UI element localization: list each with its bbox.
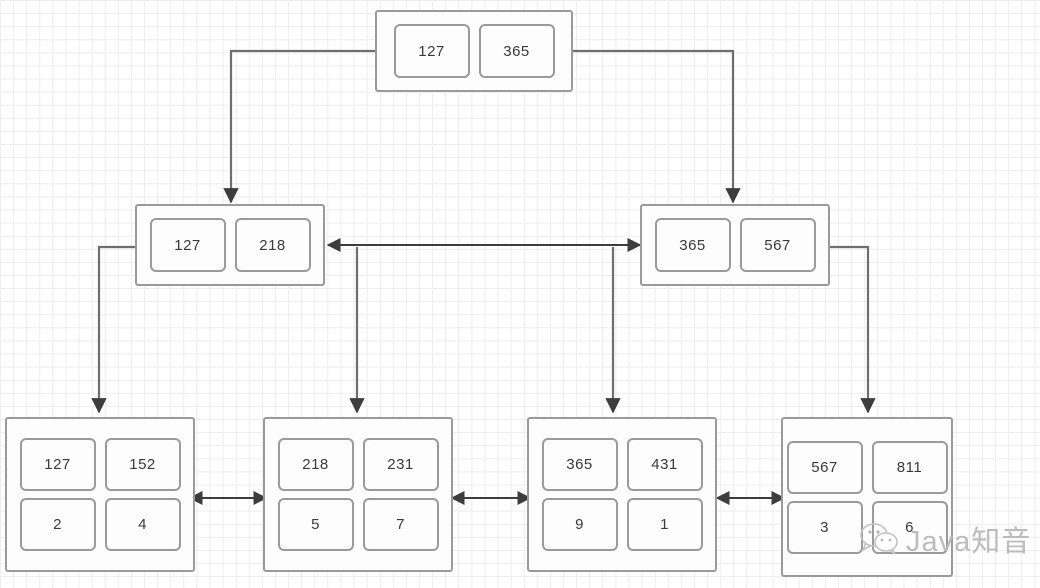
internal-left-key-cell-1[interactable]: 218 [234, 218, 311, 272]
leaf-3-value-row: 9 1 [541, 498, 703, 551]
leaf-2-value-cell-1[interactable]: 7 [362, 498, 439, 551]
internal-right-key-cell-1[interactable]: 567 [739, 218, 816, 272]
leaf-1-key-cell-0[interactable]: 127 [19, 438, 96, 491]
leaf-1-value-row: 2 4 [19, 498, 181, 551]
leaf-node-2[interactable]: 218 231 5 7 [263, 417, 453, 572]
leaf-1-key-row: 127 152 [19, 438, 181, 491]
leaf-2-key-cell-0[interactable]: 218 [277, 438, 354, 491]
internal-node-right[interactable]: 365 567 [640, 204, 830, 286]
leaf-4-key-row: 567 811 [786, 440, 948, 494]
leaf-2-value-cell-0[interactable]: 5 [277, 498, 354, 551]
leaf-2-value-row: 5 7 [277, 498, 439, 551]
leaf-4-value-cell-0[interactable]: 3 [786, 500, 863, 554]
leaf-node-1[interactable]: 127 152 2 4 [5, 417, 195, 572]
leaf-2-key-cell-1[interactable]: 231 [362, 438, 439, 491]
edge-internal-left-to-leaf-1 [91, 245, 135, 414]
internal-right-key-row: 365 567 [654, 218, 816, 272]
leaf-node-4[interactable]: 567 811 3 6 [781, 417, 953, 577]
leaf-3-key-cell-0[interactable]: 365 [541, 438, 618, 491]
internal-left-key-row: 127 218 [149, 218, 311, 272]
leaf-1-value-cell-0[interactable]: 2 [19, 498, 96, 551]
leaf-4-value-cell-1[interactable]: 6 [871, 500, 948, 554]
leaf-4-key-cell-1[interactable]: 811 [871, 440, 948, 494]
leaf-1-value-cell-1[interactable]: 4 [104, 498, 181, 551]
leaf-3-value-cell-0[interactable]: 9 [541, 498, 618, 551]
edge-root-to-internal-left [223, 49, 375, 204]
root-key-cell-0[interactable]: 127 [393, 24, 470, 78]
root-key-row: 127 365 [393, 24, 555, 78]
leaf-3-key-cell-1[interactable]: 431 [626, 438, 703, 491]
root-key-cell-1[interactable]: 365 [478, 24, 555, 78]
edge-root-to-internal-right [573, 49, 741, 204]
internal-left-key-cell-0[interactable]: 127 [149, 218, 226, 272]
internal-node-left[interactable]: 127 218 [135, 204, 325, 286]
leaf-node-3[interactable]: 365 431 9 1 [527, 417, 717, 572]
internal-right-key-cell-0[interactable]: 365 [654, 218, 731, 272]
leaf-4-key-cell-0[interactable]: 567 [786, 440, 863, 494]
leaf-1-key-cell-1[interactable]: 152 [104, 438, 181, 491]
root-node[interactable]: 127 365 [375, 10, 573, 92]
leaf-3-key-row: 365 431 [541, 438, 703, 491]
leaf-3-value-cell-1[interactable]: 1 [626, 498, 703, 551]
leaf-4-value-row: 3 6 [786, 500, 948, 554]
edge-internal-right-to-leaf-4 [830, 245, 876, 414]
leaf-2-key-row: 218 231 [277, 438, 439, 491]
